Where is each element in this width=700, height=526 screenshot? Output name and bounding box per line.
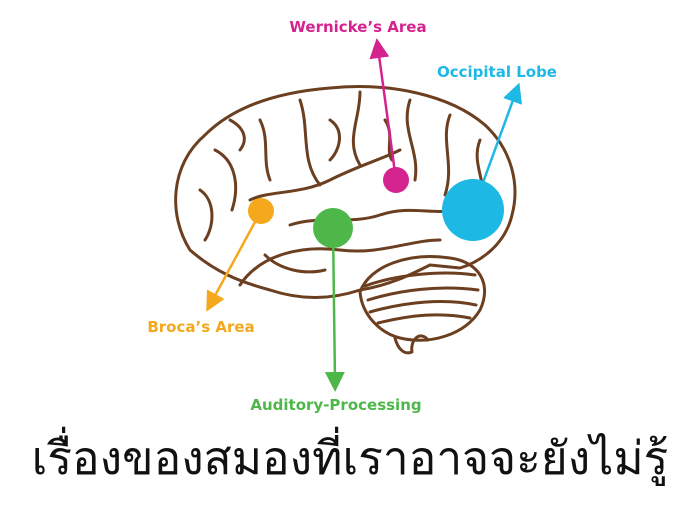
broca-dot bbox=[248, 198, 274, 224]
broca-label: Broca’s Area bbox=[147, 318, 255, 336]
auditory-arrow bbox=[324, 227, 345, 392]
brain-stem bbox=[393, 334, 430, 355]
occipital-label: Occipital Lobe bbox=[437, 63, 557, 81]
brain-outline bbox=[174, 85, 517, 299]
wernicke-dot bbox=[383, 167, 409, 193]
page-title: เรื่องของสมองที่เราอาจจะยังไม่รู้ bbox=[31, 431, 669, 485]
auditory-dot bbox=[313, 208, 353, 248]
wernicke-label: Wernicke’s Area bbox=[289, 18, 427, 36]
broca-arrow bbox=[206, 210, 263, 312]
occipital-dot bbox=[442, 179, 504, 241]
wernicke-arrow bbox=[369, 38, 398, 181]
cerebellum bbox=[358, 255, 486, 342]
auditory-label: Auditory-Processing bbox=[250, 396, 422, 414]
